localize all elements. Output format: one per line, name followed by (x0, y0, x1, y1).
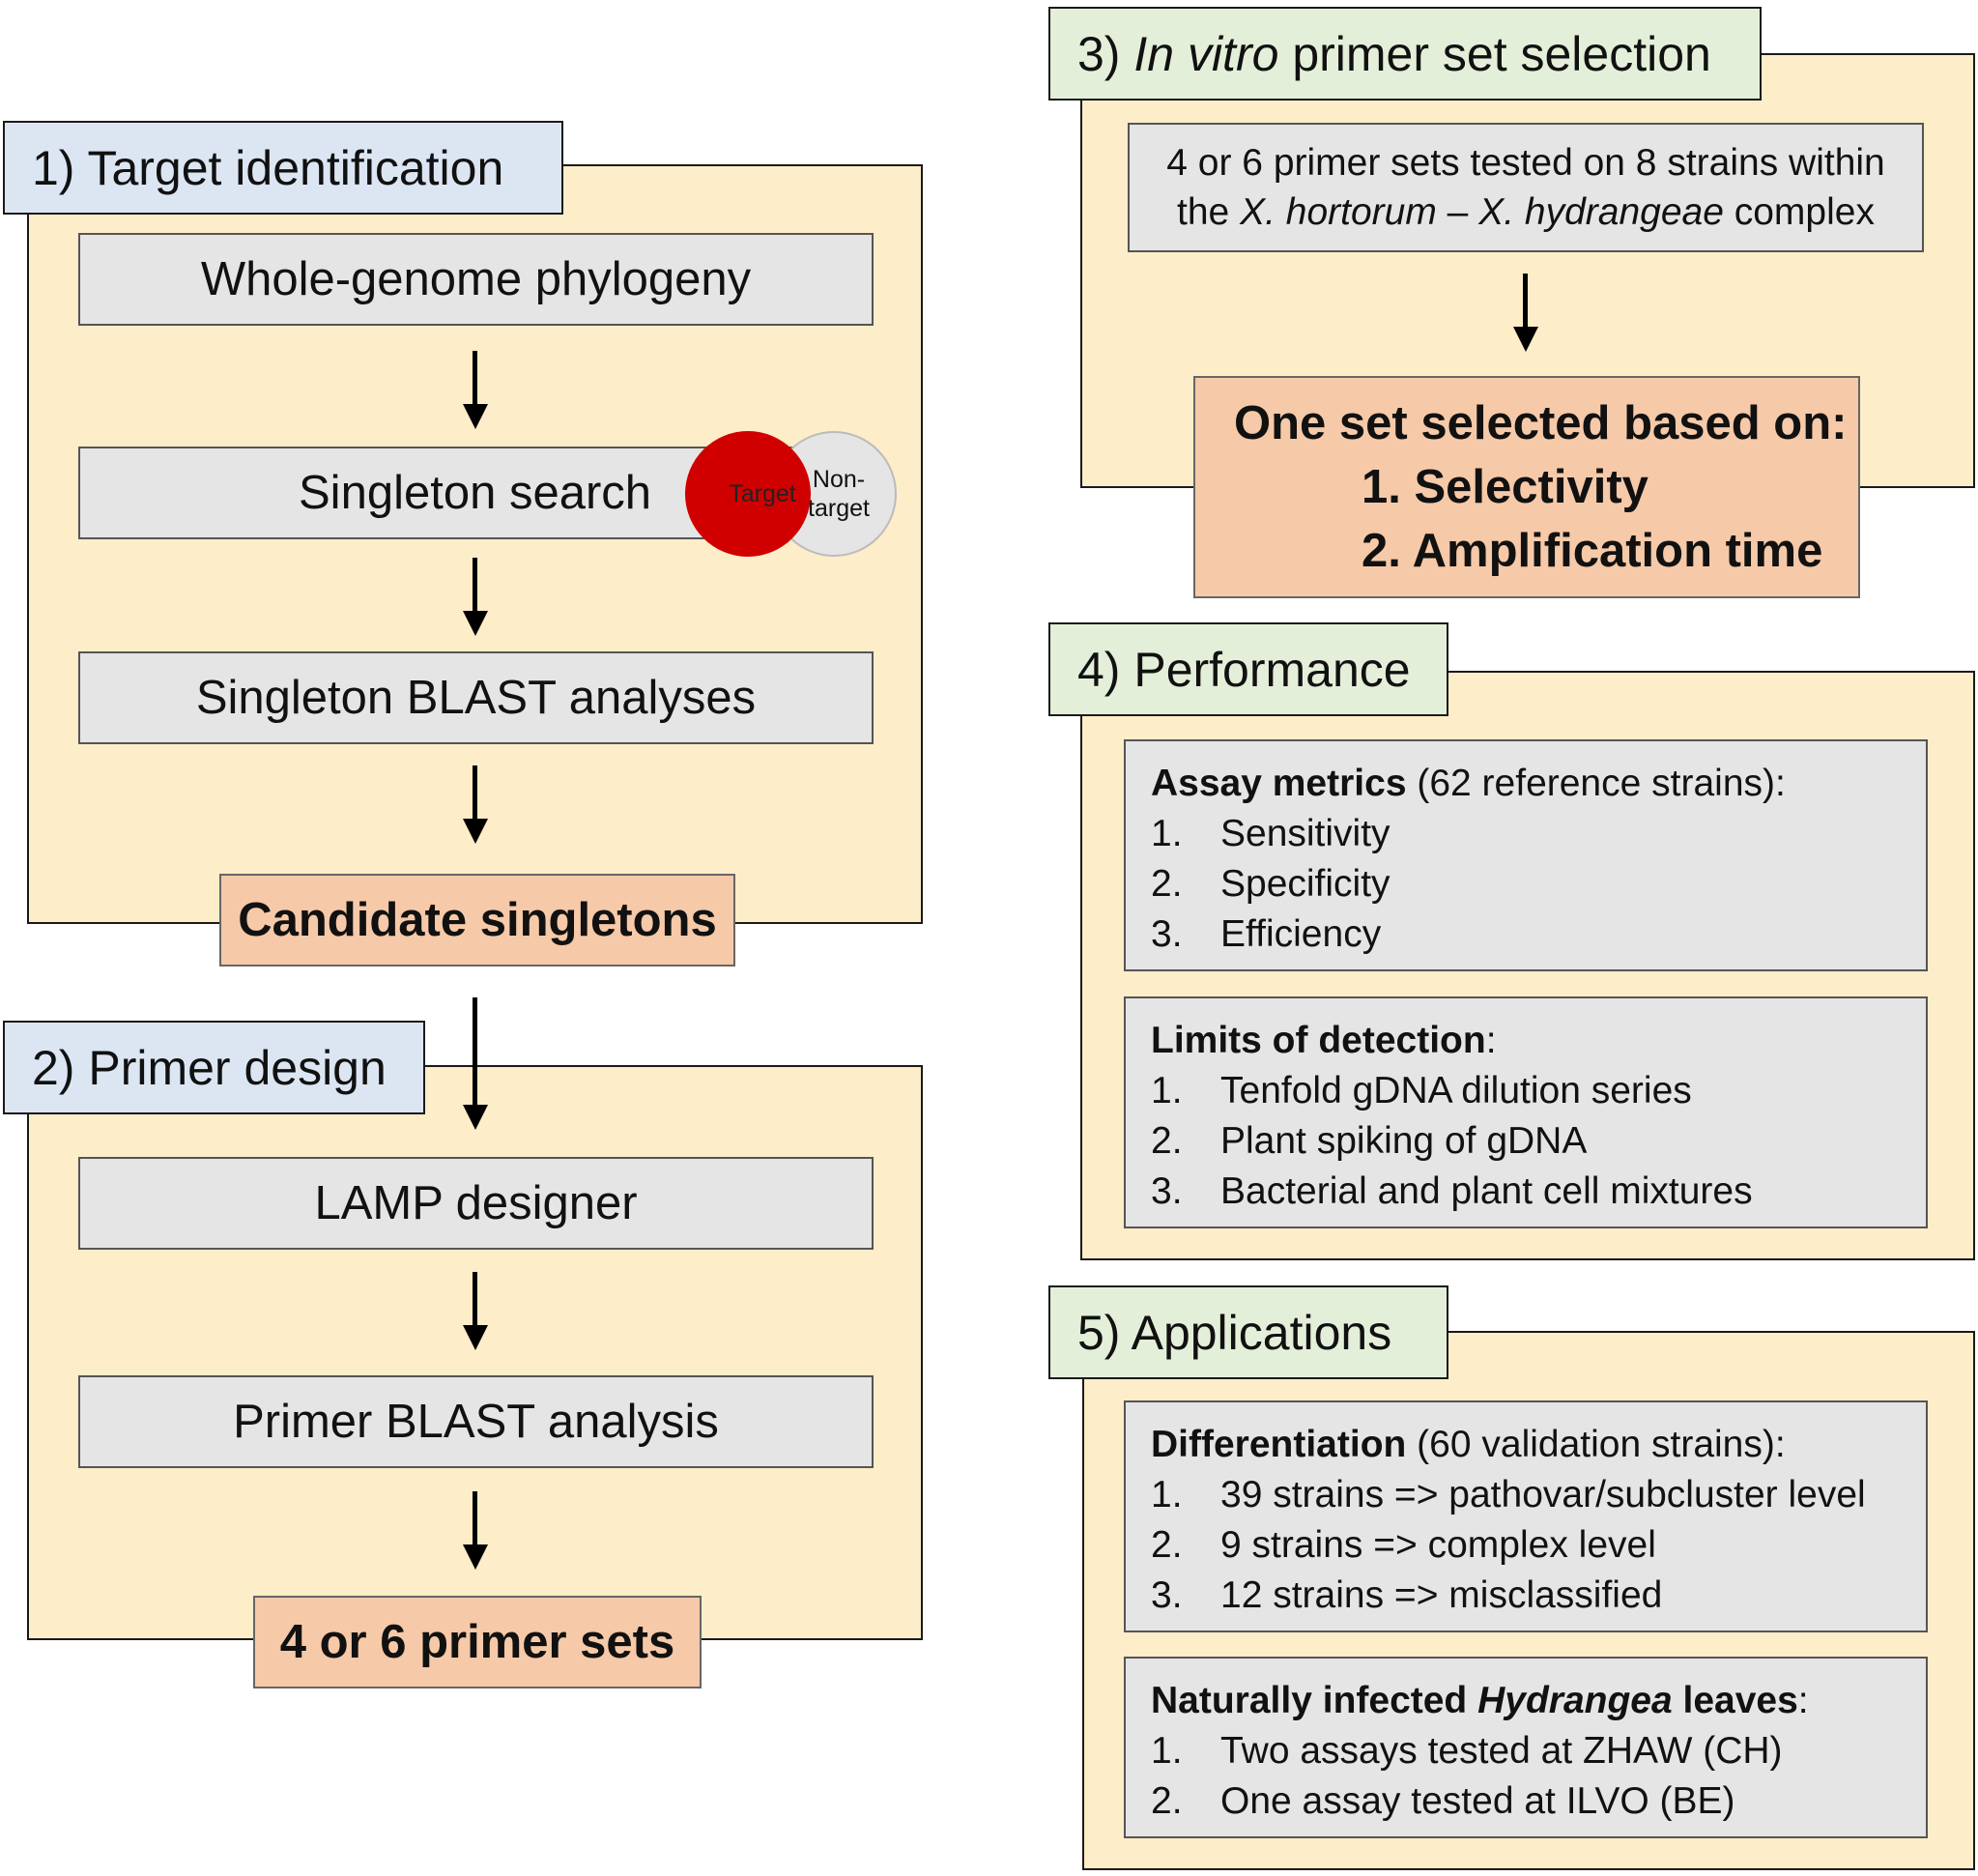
list-text: Efficiency (1220, 913, 1382, 955)
x-hortorum: X. hortorum (1240, 191, 1437, 233)
assay-metrics-heading-rest: (62 reference strains): (1406, 763, 1786, 804)
arrow-down-icon (463, 765, 488, 844)
list-number: 1. (1151, 1730, 1183, 1772)
step-lamp-designer: LAMP designer (78, 1157, 874, 1250)
line2-post: complex (1723, 191, 1875, 233)
arrow-down-icon (463, 351, 488, 429)
list-item: 1. Two assays tested at ZHAW (CH) (1151, 1726, 1901, 1776)
assay-metrics-heading-bold: Assay metrics (1151, 763, 1407, 804)
venn-target-label: Target (729, 479, 796, 507)
selection-criteria-item-1: 1. Selectivity (1362, 461, 1648, 513)
list-text: Bacterial and plant cell mixtures (1220, 1170, 1753, 1212)
venn-target-circle: Target (685, 431, 811, 557)
list-number: 3. (1151, 913, 1183, 955)
selection-criteria-box: One set selected based on: 1. Selectivit… (1193, 376, 1860, 598)
primer-design-title: 2) Primer design (3, 1021, 425, 1114)
x-hydrangeae: X. hydrangeae (1478, 191, 1724, 233)
step-singleton-blast-analyses: Singleton BLAST analyses (78, 651, 874, 744)
list-item: 3. Bacterial and plant cell mixtures (1151, 1167, 1901, 1217)
in-vitro-title-suffix: primer set selection (1278, 26, 1711, 81)
list-item: 1. Sensitivity (1151, 809, 1901, 859)
list-number: 1. (1151, 1474, 1183, 1515)
applications-title: 5) Applications (1048, 1285, 1448, 1379)
selection-criteria-head: One set selected based on: (1234, 397, 1848, 449)
list-number: 3. (1151, 1170, 1183, 1212)
list-text: 39 strains => pathovar/subcluster level (1220, 1474, 1866, 1515)
lod-heading-bold: Limits of detection (1151, 1020, 1486, 1061)
differentiation-heading-rest: (60 validation strains): (1406, 1424, 1786, 1465)
differentiation-heading: Differentiation (60 validation strains): (1151, 1420, 1901, 1470)
arrow-down-icon (463, 1272, 488, 1350)
nat-heading-rest: : (1797, 1680, 1809, 1721)
naturally-infected-box: Naturally infected Hydrangea leaves: 1. T… (1124, 1657, 1928, 1838)
arrow-down-icon (463, 997, 488, 1130)
target-identification-title: 1) Target identification (3, 121, 563, 215)
step-primer-blast-analysis: Primer BLAST analysis (78, 1375, 874, 1468)
differentiation-box: Differentiation (60 validation strains):… (1124, 1400, 1928, 1632)
in-vitro-selection-title: 3) In vitro primer set selection (1048, 7, 1762, 101)
list-item: 3. 12 strains => misclassified (1151, 1571, 1901, 1621)
list-number: 2. (1151, 1524, 1183, 1566)
line2-mid: – (1436, 191, 1479, 233)
list-item: 2. 9 strains => complex level (1151, 1520, 1901, 1571)
assay-metrics-box: Assay metrics (62 reference strains): 1.… (1124, 739, 1928, 971)
differentiation-heading-bold: Differentiation (1151, 1424, 1407, 1465)
list-text: Specificity (1220, 863, 1390, 905)
list-item: 2. Plant spiking of gDNA (1151, 1116, 1901, 1167)
primer-sets-tested-line-1: 4 or 6 primer sets tested on 8 strains w… (1166, 142, 1885, 184)
performance-title: 4) Performance (1048, 622, 1448, 716)
list-number: 1. (1151, 813, 1183, 854)
primer-sets-result: 4 or 6 primer sets (253, 1596, 702, 1688)
selection-criteria-item-2: 2. Amplification time (1362, 525, 1823, 577)
list-number: 2. (1151, 1120, 1183, 1162)
list-number: 2. (1151, 863, 1183, 905)
list-text: Plant spiking of gDNA (1220, 1120, 1588, 1162)
nat-heading-bold-2: leaves (1672, 1680, 1798, 1721)
in-vitro-title-prefix: 3) (1077, 26, 1134, 81)
list-text: Tenfold gDNA dilution series (1220, 1070, 1692, 1111)
list-text: One assay tested at ILVO (BE) (1220, 1780, 1735, 1822)
naturally-infected-heading: Naturally infected Hydrangea leaves: (1151, 1676, 1901, 1726)
venn-nontarget-label-2: target (808, 495, 870, 522)
lod-heading: Limits of detection: (1151, 1016, 1901, 1066)
nat-heading-hydrangea: Hydrangea (1477, 1680, 1673, 1721)
assay-metrics-heading: Assay metrics (62 reference strains): (1151, 759, 1901, 809)
list-text: 12 strains => misclassified (1220, 1574, 1663, 1616)
list-text: 9 strains => complex level (1220, 1524, 1656, 1566)
arrow-down-icon (463, 558, 488, 636)
arrow-down-icon (463, 1491, 488, 1570)
candidate-singletons-result: Candidate singletons (219, 874, 735, 967)
primer-sets-tested-box: 4 or 6 primer sets tested on 8 strains w… (1128, 123, 1924, 252)
list-number: 2. (1151, 1780, 1183, 1822)
list-item: 1. 39 strains => pathovar/subcluster leve… (1151, 1470, 1901, 1520)
list-text: Sensitivity (1220, 813, 1390, 854)
list-item: 2. Specificity (1151, 859, 1901, 909)
primer-sets-tested-line-2: the X. hortorum – X. hydrangeae complex (1177, 188, 1875, 237)
list-text: Two assays tested at ZHAW (CH) (1220, 1730, 1783, 1772)
step-whole-genome-phylogeny: Whole-genome phylogeny (78, 233, 874, 326)
list-item: 3. Efficiency (1151, 909, 1901, 960)
nat-heading-bold-1: Naturally infected (1151, 1680, 1478, 1721)
list-number: 1. (1151, 1070, 1183, 1111)
list-item: 1. Tenfold gDNA dilution series (1151, 1066, 1901, 1116)
list-item: 2. One assay tested at ILVO (BE) (1151, 1776, 1901, 1827)
line2-pre: the (1177, 191, 1241, 233)
lod-heading-rest: : (1485, 1020, 1497, 1061)
limits-of-detection-box: Limits of detection: 1. Tenfold gDNA dilu… (1124, 996, 1928, 1228)
step-singleton-search-label: Singleton search (299, 467, 652, 519)
in-vitro-title-italic: In vitro (1133, 26, 1279, 81)
venn-nontarget-label-1: Non- (812, 466, 866, 493)
arrow-down-icon (1513, 274, 1538, 352)
list-number: 3. (1151, 1574, 1183, 1616)
